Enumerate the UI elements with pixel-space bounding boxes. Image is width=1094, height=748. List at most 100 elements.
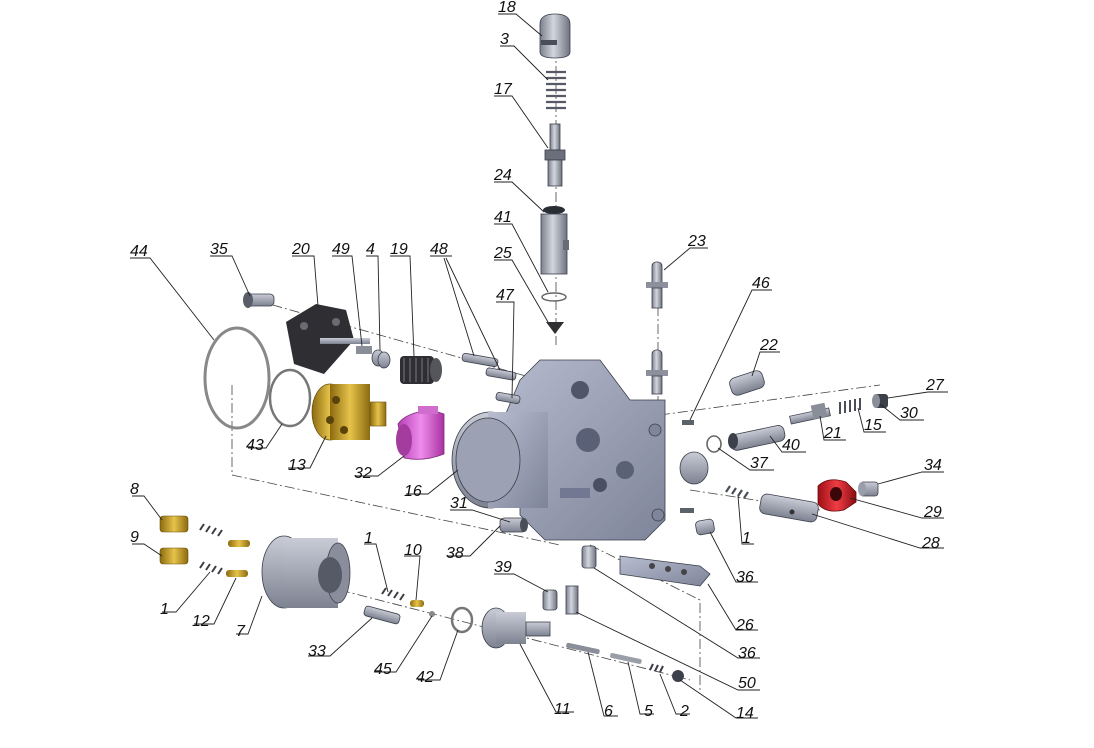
callout-37: 37 xyxy=(717,447,774,472)
svg-text:35: 35 xyxy=(210,241,228,258)
svg-text:50: 50 xyxy=(738,675,756,692)
callout-12: 12 xyxy=(192,577,237,630)
part-springs-left xyxy=(199,523,223,575)
callout-2: 2 xyxy=(659,673,690,720)
callout-7: 7 xyxy=(236,595,263,640)
callout-25: 25 xyxy=(493,245,549,323)
callout-4: 4 xyxy=(366,241,381,351)
part-36-dowel-b xyxy=(581,545,597,569)
callout-34: 34 xyxy=(877,457,944,485)
callout-41: 41 xyxy=(494,209,549,293)
callout-33: 33 xyxy=(308,617,373,660)
callout-24: 24 xyxy=(493,167,545,213)
callout-32: 32 xyxy=(354,455,405,482)
callout-1-middle: 1 xyxy=(364,530,389,593)
callout-28: 28 xyxy=(811,513,944,552)
svg-text:7: 7 xyxy=(236,623,246,640)
part-1-spring-middle xyxy=(381,587,405,601)
svg-text:33: 33 xyxy=(308,643,326,660)
callout-17: 17 xyxy=(494,81,549,149)
callout-11: 11 xyxy=(519,643,574,718)
svg-text:24: 24 xyxy=(493,167,512,184)
callout-31: 31 xyxy=(450,495,511,523)
part-1-spring-right xyxy=(725,485,749,499)
svg-text:14: 14 xyxy=(736,705,754,722)
svg-text:48: 48 xyxy=(430,241,448,258)
part-25-cone xyxy=(546,322,564,334)
svg-text:6: 6 xyxy=(604,703,613,720)
callout-26: 26 xyxy=(707,583,758,634)
svg-text:36: 36 xyxy=(738,645,756,662)
svg-text:26: 26 xyxy=(735,617,754,634)
svg-text:21: 21 xyxy=(823,425,842,442)
svg-text:23: 23 xyxy=(687,233,706,250)
callout-20: 20 xyxy=(291,241,319,307)
part-3-spring xyxy=(546,70,566,110)
svg-text:41: 41 xyxy=(494,209,512,226)
part-45-ball xyxy=(429,611,435,617)
callouts: 18 3 17 24 41 25 47 23 46 22 27 30 15 21… xyxy=(130,0,948,722)
svg-text:4: 4 xyxy=(366,241,375,258)
part-7-housing xyxy=(261,535,351,609)
svg-text:11: 11 xyxy=(554,701,571,718)
svg-text:13: 13 xyxy=(288,457,306,474)
part-24-sleeve xyxy=(540,206,569,275)
callout-5: 5 xyxy=(627,661,654,720)
part-23-stud-upper xyxy=(646,261,668,309)
callout-30: 30 xyxy=(879,403,924,422)
svg-text:29: 29 xyxy=(923,504,942,521)
part-27-cap xyxy=(872,394,888,408)
part-35-bolt xyxy=(243,292,275,308)
callout-1-right: 1 xyxy=(737,495,754,547)
svg-text:38: 38 xyxy=(446,545,464,562)
svg-text:3: 3 xyxy=(500,31,509,48)
callout-50: 50 xyxy=(575,611,760,692)
part-19-gear xyxy=(400,356,442,384)
part-28-bolt xyxy=(759,493,819,523)
svg-text:1: 1 xyxy=(160,601,169,618)
part-33-screw xyxy=(363,605,401,625)
part-4-spring xyxy=(371,349,391,369)
part-15-spring xyxy=(839,398,861,414)
part-16-pump-body xyxy=(451,359,666,541)
callout-48: 48 xyxy=(430,241,501,371)
svg-text:15: 15 xyxy=(864,417,882,434)
svg-text:30: 30 xyxy=(900,405,918,422)
callout-19: 19 xyxy=(390,241,415,357)
svg-text:25: 25 xyxy=(493,245,512,262)
part-39-bushing xyxy=(542,589,558,611)
part-40-nozzle xyxy=(728,425,786,451)
svg-text:44: 44 xyxy=(130,243,148,260)
callout-27: 27 xyxy=(887,377,948,399)
callout-36-right: 36 xyxy=(709,531,758,586)
part-32-magenta-sleeve xyxy=(396,406,445,460)
callout-8: 8 xyxy=(130,481,163,521)
part-13-brass-cage xyxy=(311,383,387,441)
part-29-red-housing xyxy=(817,479,857,512)
callout-47: 47 xyxy=(496,287,515,399)
svg-text:42: 42 xyxy=(416,669,434,686)
part-18-cap xyxy=(539,13,571,59)
part-26-plate xyxy=(619,555,711,587)
callout-18: 18 xyxy=(498,0,543,37)
callout-9: 9 xyxy=(130,529,163,557)
part-21-plunger xyxy=(789,402,831,425)
callout-10: 10 xyxy=(404,542,422,601)
part-49-shaft xyxy=(356,346,372,354)
part-20-black-bracket xyxy=(286,304,370,374)
svg-text:17: 17 xyxy=(494,81,513,98)
part-48-pin-a xyxy=(461,353,499,367)
part-23-stud-lower xyxy=(646,349,668,395)
part-disc-near-body xyxy=(679,451,709,485)
svg-text:18: 18 xyxy=(498,0,516,16)
part-17-valve xyxy=(544,123,566,187)
svg-text:28: 28 xyxy=(921,535,940,552)
part-22-plug xyxy=(729,370,765,396)
part-6-rod xyxy=(566,642,600,655)
callout-1-left: 1 xyxy=(160,571,211,618)
callout-38: 38 xyxy=(446,525,501,562)
callout-36-lower: 36 xyxy=(593,567,760,662)
callout-45: 45 xyxy=(374,615,433,678)
